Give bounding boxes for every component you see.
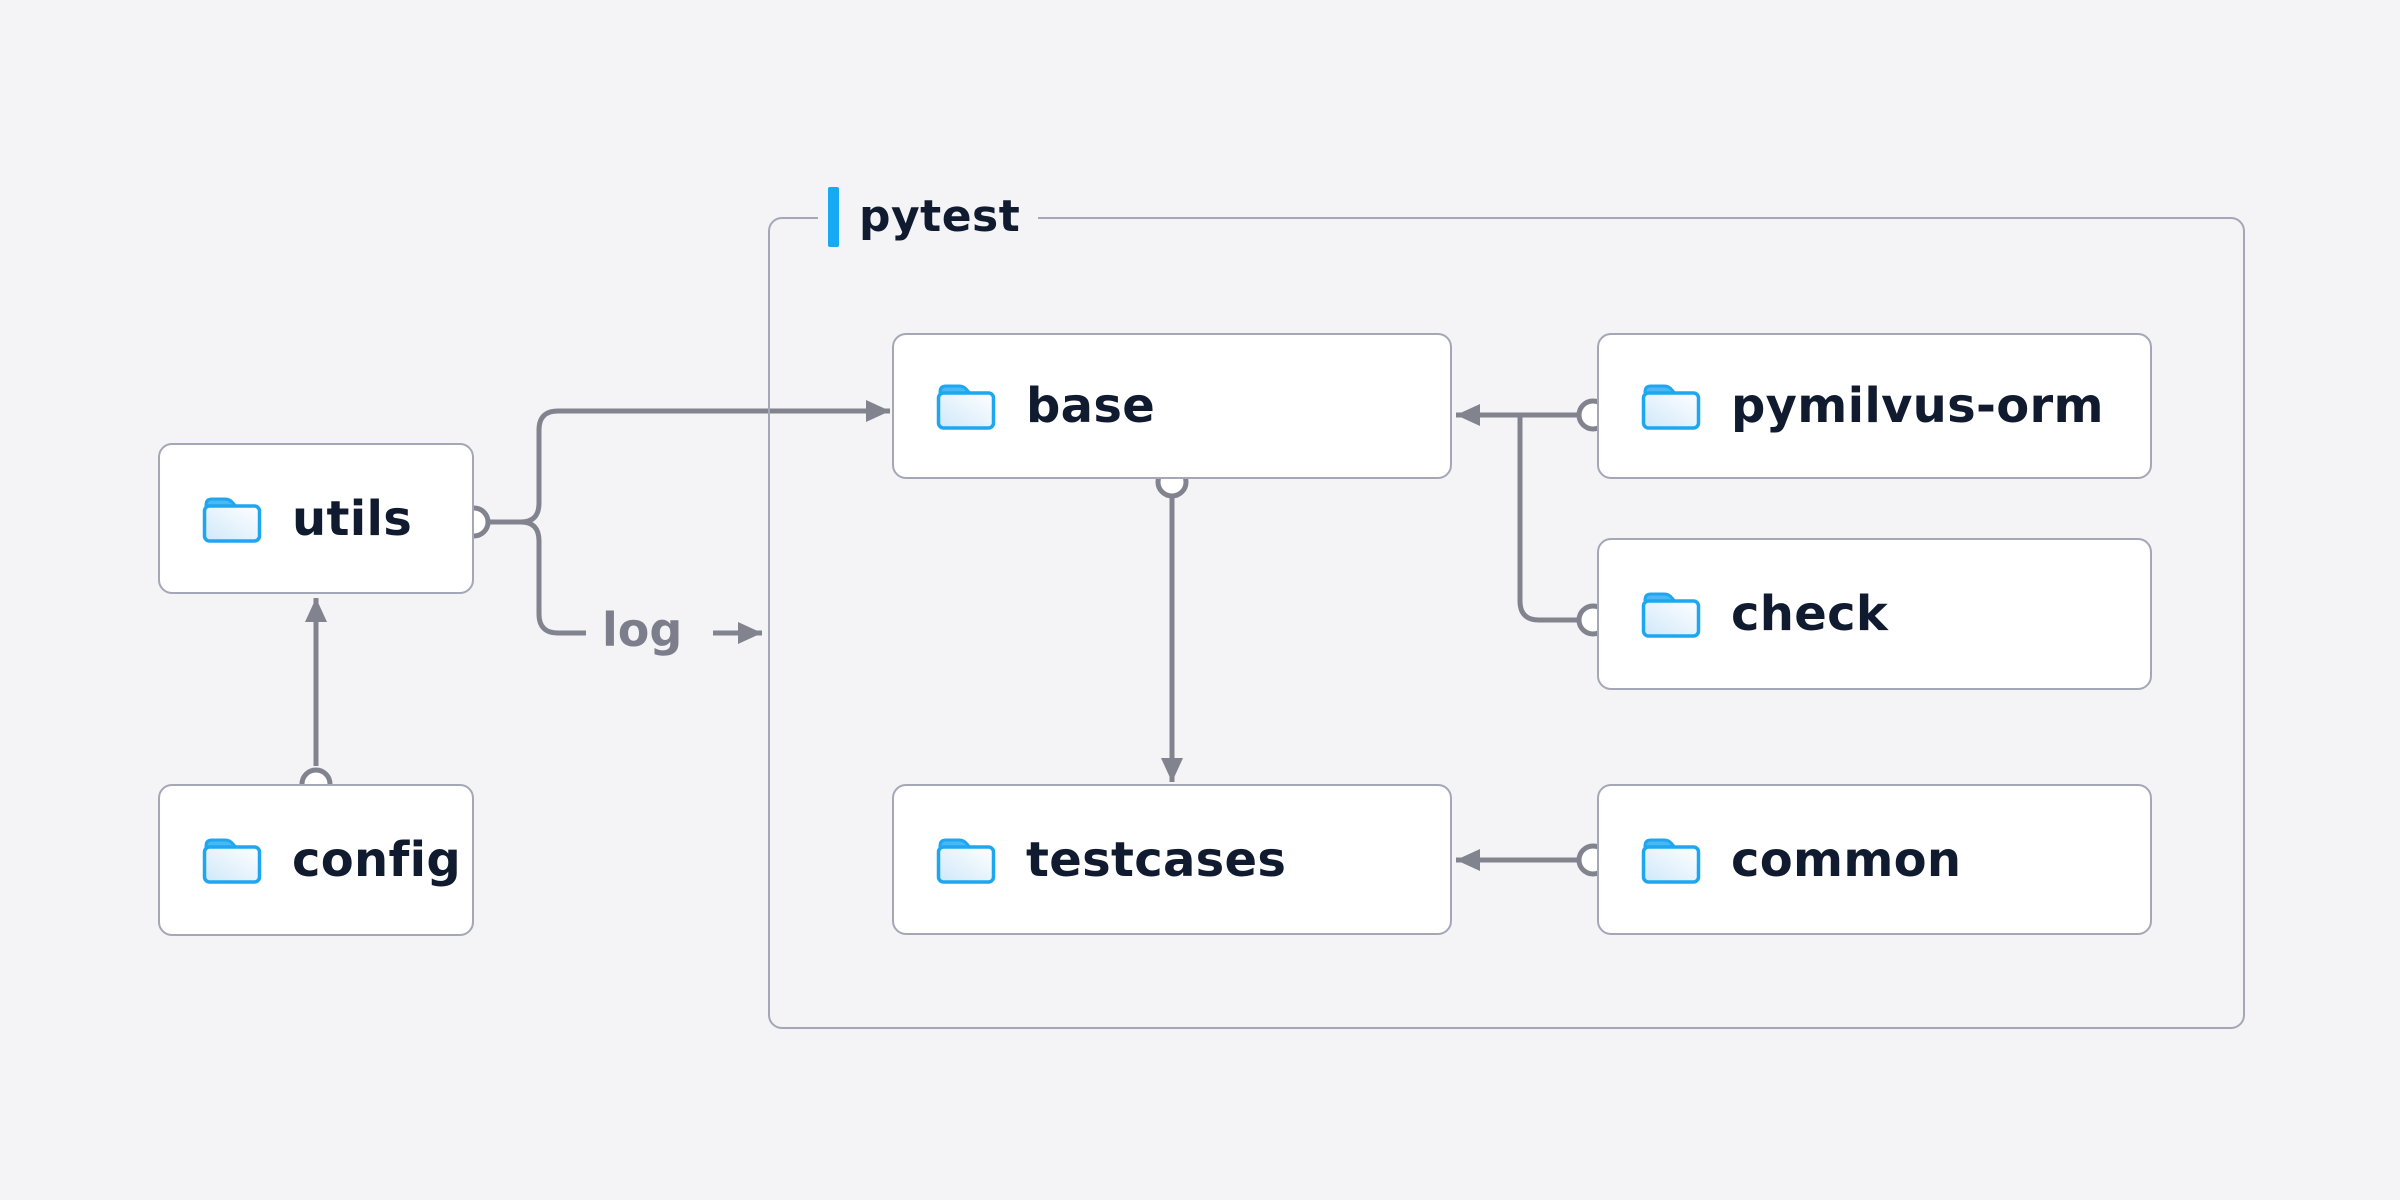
node-utils: utils — [158, 443, 474, 594]
folder-icon — [934, 380, 998, 432]
node-label: common — [1731, 831, 1962, 888]
folder-icon — [1639, 834, 1703, 886]
folder-icon — [200, 493, 264, 545]
group-title: pytest — [859, 191, 1021, 242]
node-config: config — [158, 784, 474, 936]
log-label: log — [602, 603, 683, 657]
node-label: check — [1731, 586, 1889, 642]
folder-icon — [200, 834, 264, 886]
accent-bar-icon — [828, 187, 839, 247]
node-label: pymilvus-orm — [1731, 378, 2104, 434]
node-common: common — [1597, 784, 2152, 935]
pytest-group — [768, 217, 2245, 1029]
node-testcases: testcases — [892, 784, 1452, 935]
node-label: utils — [292, 490, 413, 547]
edge-utils-to-log — [520, 519, 586, 636]
folder-icon — [934, 834, 998, 886]
pytest-group-label: pytest — [818, 186, 1039, 248]
folder-icon — [1639, 588, 1703, 640]
edge-utils-to-base — [520, 400, 890, 525]
node-pymilvus-orm: pymilvus-orm — [1597, 333, 2152, 479]
node-label: base — [1026, 378, 1156, 434]
edge-check-to-base — [1517, 415, 1579, 623]
node-base: base — [892, 333, 1452, 479]
folder-icon — [1639, 380, 1703, 432]
node-label: testcases — [1026, 831, 1287, 888]
node-check: check — [1597, 538, 2152, 690]
node-label: config — [292, 832, 462, 888]
